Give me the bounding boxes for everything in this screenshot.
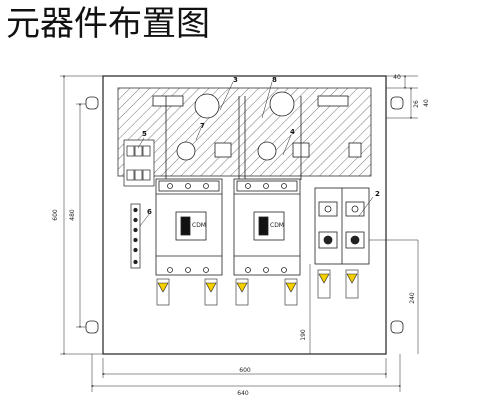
dim-component-height: 240 [409,292,416,304]
dim-inner-width: 600 [239,367,251,374]
fuse-switch [314,187,370,265]
dim-top-margin: 40 [393,74,401,81]
dim-lower-height: 190 [300,329,307,341]
callout-4: 4 [290,128,295,136]
mounting-slots [85,96,404,334]
breaker-label-right: CDM [270,222,284,229]
warning-labels [156,269,359,306]
dim-inner-height: 480 [69,209,76,221]
busbar-links [165,96,302,180]
callout-5: 5 [142,130,147,138]
callout-6: 6 [147,208,152,216]
callout-2: 2 [375,190,380,198]
callout-7: 7 [200,122,205,130]
callout-8: 8 [272,76,277,84]
circuit-breaker-left [155,178,223,276]
dim-slot-span: 26 [413,100,420,108]
breaker-label-left: CDM [192,222,206,229]
circuit-breaker-right [233,178,301,276]
callout-3: 3 [233,76,238,84]
dim-overall-width: 640 [237,390,249,397]
dim-slot-offset: 40 [423,99,430,107]
page-title: 元器件布置图 [6,4,210,44]
terminal-block [123,139,155,187]
dim-overall-height: 600 [52,209,59,221]
terminal-strip [130,203,141,269]
